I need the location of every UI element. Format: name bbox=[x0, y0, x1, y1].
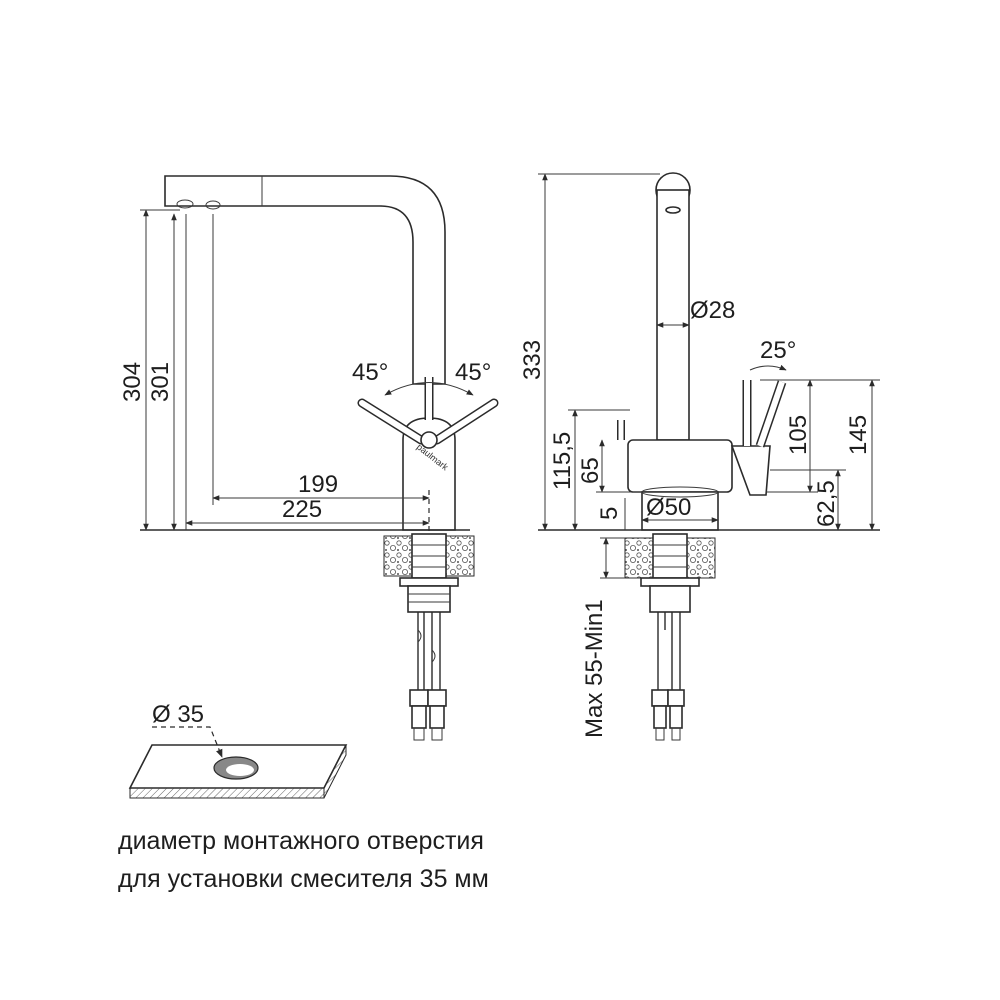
mounting-hole-view: Ø 35 диаметр монтажного отверстия для ус… bbox=[118, 701, 489, 893]
dim-d35: Ø 35 bbox=[152, 701, 204, 728]
dim-105: 105 bbox=[785, 415, 812, 455]
dim-199: 199 bbox=[298, 471, 338, 498]
dim-5: 5 bbox=[596, 507, 623, 520]
dim-d28: Ø28 bbox=[690, 297, 735, 324]
dim-65: 65 bbox=[577, 457, 604, 484]
dim-301: 301 bbox=[147, 362, 174, 402]
dim-d50: Ø50 bbox=[646, 494, 691, 521]
front-view: 25° Ø28 Ø50 333 115,5 65 bbox=[519, 172, 880, 741]
dim-225: 225 bbox=[282, 496, 322, 523]
angle-25: 25° bbox=[760, 337, 796, 364]
dim-115-5: 115,5 bbox=[549, 432, 576, 490]
front-filter-handle bbox=[730, 445, 771, 496]
angle-45-left: 45° bbox=[352, 359, 388, 386]
angle-45-right: 45° bbox=[455, 359, 491, 386]
dim-304: 304 bbox=[119, 362, 146, 402]
dim-countertop: Max 55-Min1 bbox=[581, 599, 608, 738]
side-spout bbox=[164, 175, 446, 385]
dim-145: 145 bbox=[845, 415, 872, 455]
side-view: paulmark 45° 45° bbox=[119, 175, 499, 741]
caption-line-2: для установки смесителя 35 мм bbox=[118, 865, 489, 893]
front-spout bbox=[656, 189, 690, 441]
dim-62-5: 62,5 bbox=[813, 480, 840, 527]
caption-line-1: диаметр монтажного отверстия bbox=[118, 827, 484, 855]
countertop-slab-edge bbox=[129, 787, 325, 799]
dim-333: 333 bbox=[519, 340, 546, 380]
front-body bbox=[627, 439, 733, 493]
